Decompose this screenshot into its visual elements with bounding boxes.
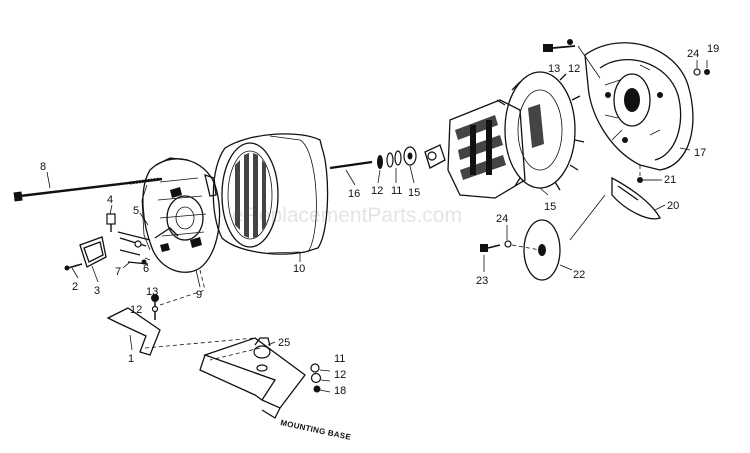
cover-screw: [637, 177, 658, 183]
through-bolt: [13, 177, 163, 202]
callout-8: 8: [40, 161, 46, 173]
base-hardware: [310, 363, 322, 393]
callout-14: 15: [408, 187, 420, 199]
top-right-screws: [693, 60, 710, 76]
callout-6: 6: [143, 263, 149, 275]
callout-12-base: 12: [334, 369, 346, 381]
callout-13-bracket: 13: [146, 286, 158, 298]
callout-18: 18: [334, 385, 346, 397]
callout-2: 2: [72, 281, 78, 293]
callout-11-base: 11: [334, 353, 345, 365]
callout-13-top: 13: [548, 63, 560, 75]
callout-22: 22: [573, 269, 585, 281]
switch-hardware: [106, 213, 179, 265]
callout-19: 19: [707, 43, 719, 55]
rotor-assembly: [424, 71, 585, 199]
small-screw-2: [64, 263, 83, 271]
callout-12-top: 12: [568, 63, 580, 75]
watermark-text: eReplacementParts.com: [232, 204, 462, 227]
callout-24-top: 24: [687, 48, 699, 60]
leader-lines: [46, 147, 691, 393]
top-screw: [543, 39, 601, 79]
mounting-base: [199, 337, 306, 419]
callout-20: 20: [667, 200, 679, 212]
callout-1: 1: [128, 353, 134, 365]
callout-12-bracket: 12: [130, 304, 142, 316]
callout-24-lower: 24: [496, 213, 508, 225]
mounting-bracket: [106, 307, 161, 356]
callout-12-shaft: 12: [371, 185, 383, 197]
bracket-screw: [151, 294, 159, 320]
callout-11-shaft: 11: [391, 185, 402, 197]
callout-9: 9: [196, 289, 202, 301]
callout-5: 5: [133, 205, 139, 217]
callout-3: 3: [94, 285, 100, 297]
callout-25: 25: [278, 337, 290, 349]
shaft-hardware: [329, 146, 417, 170]
callout-10: 10: [293, 263, 305, 275]
bracket-leader: [144, 289, 256, 349]
callout-23: 23: [476, 275, 488, 287]
callout-17: 17: [694, 147, 706, 159]
frame-leader: [199, 269, 206, 291]
callout-21: 21: [664, 174, 676, 186]
callout-15: 15: [544, 201, 556, 213]
mounting-base-label: MOUNTING BASE: [280, 418, 353, 442]
callout-16: 16: [348, 188, 360, 200]
washer-group: [480, 194, 606, 281]
rear-end-bell: [584, 42, 694, 171]
cover-plate: [79, 236, 107, 268]
stator-housing: [212, 133, 329, 255]
callout-4: 4: [107, 194, 113, 206]
front-end-bell: [141, 157, 221, 273]
callout-7: 7: [115, 266, 121, 278]
conduit-cover: [611, 176, 661, 220]
